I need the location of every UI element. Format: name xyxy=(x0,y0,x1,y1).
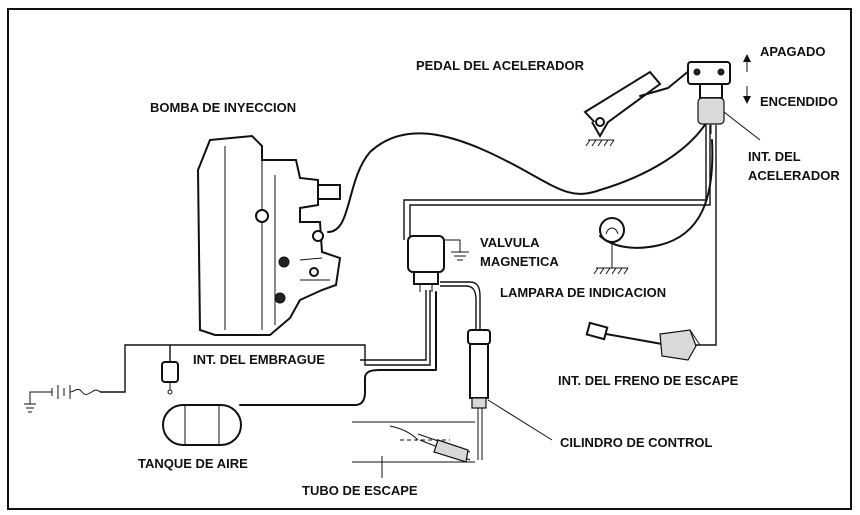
exhaust-brake-switch xyxy=(585,321,701,361)
label-indicator-lamp: LAMPARA DE INDICACION xyxy=(500,285,666,300)
valve-ground xyxy=(451,251,469,261)
label-accelerator-switch-line1: INT. DEL xyxy=(748,149,801,164)
indicator-lamp xyxy=(593,217,629,275)
injection-pump xyxy=(196,134,342,336)
label-on: ENCENDIDO xyxy=(760,94,838,109)
control-cylinder xyxy=(467,329,553,460)
label-magnetic-valve-line2: MAGNETICA xyxy=(480,254,559,269)
label-accelerator-switch-line2: ACELERADOR xyxy=(748,168,840,183)
air-tank xyxy=(162,404,242,446)
clutch-switch xyxy=(161,361,179,395)
off-on-arrows xyxy=(723,54,761,141)
accelerator-switch xyxy=(697,83,725,134)
label-control-cylinder: CILINDRO DE CONTROL xyxy=(560,435,712,450)
magnetic-valve xyxy=(407,235,445,292)
label-magnetic-valve-line1: VALVULA xyxy=(480,235,540,250)
exhaust-pipe xyxy=(352,421,475,478)
label-exhaust-brake-switch: INT. DEL FRENO DE ESCAPE xyxy=(558,373,739,388)
label-accelerator-pedal: PEDAL DEL ACELERADOR xyxy=(416,58,585,73)
label-air-tank: TANQUE DE AIRE xyxy=(138,456,248,471)
battery xyxy=(24,385,101,413)
label-injection-pump: BOMBA DE INYECCION xyxy=(150,100,296,115)
accelerator-pedal xyxy=(583,61,731,147)
label-clutch-switch: INT. DEL EMBRAGUE xyxy=(193,352,325,367)
label-exhaust-pipe: TUBO DE ESCAPE xyxy=(302,483,418,498)
label-off: APAGADO xyxy=(760,44,825,59)
wiring-and-pipes xyxy=(100,119,717,406)
